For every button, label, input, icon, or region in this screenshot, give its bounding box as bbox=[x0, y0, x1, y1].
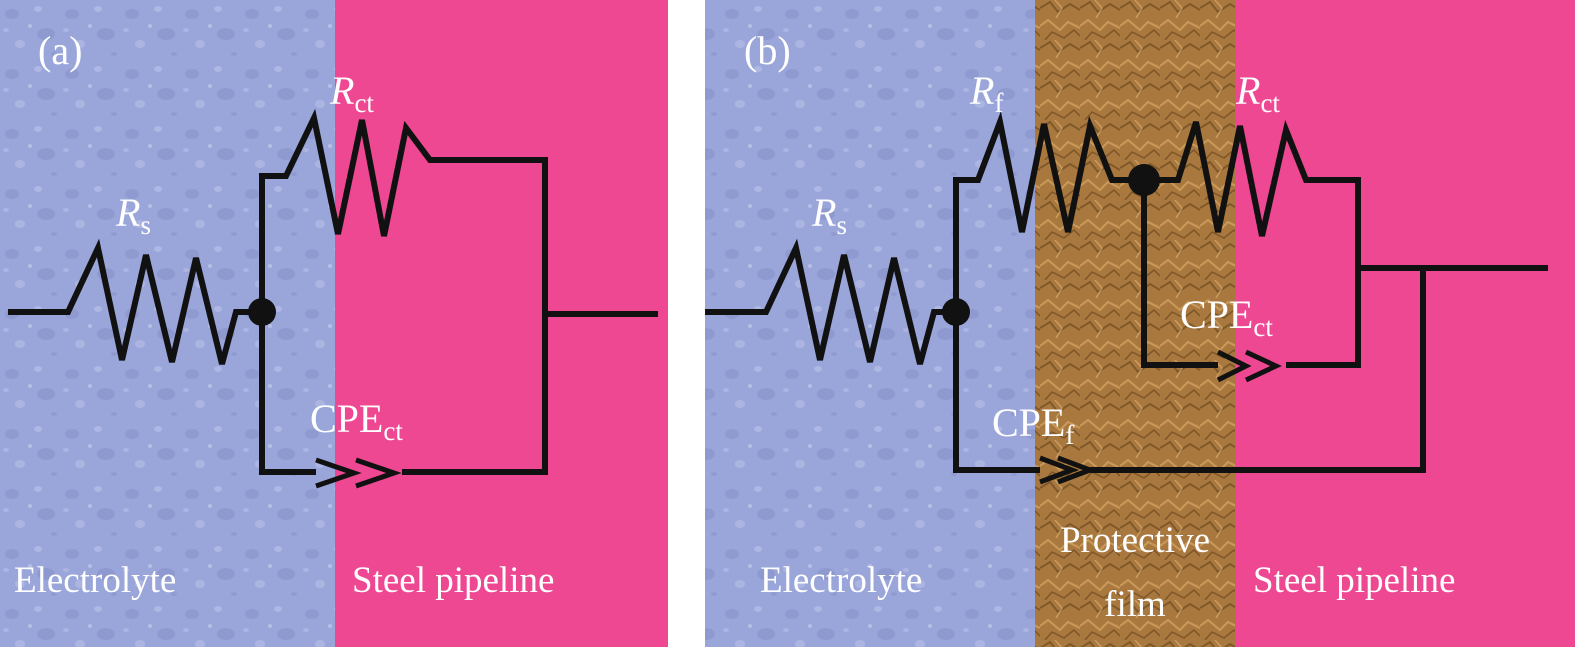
panel-b-cpe-ct-label: CPEct bbox=[1180, 292, 1273, 342]
panel-a-label: (a) bbox=[38, 28, 82, 73]
panel-b-film-region bbox=[1035, 0, 1235, 647]
panel-b-rs-label: Rs bbox=[811, 190, 847, 240]
panel-a-steel-region bbox=[335, 0, 668, 647]
panel-b-rf-resistor bbox=[953, 111, 1144, 312]
panel-b-rct-resistor bbox=[1144, 119, 1361, 368]
panel-b-rf-label: Rf bbox=[969, 68, 1003, 118]
panel-b: (b) Rs Rf Rct CPEct CPEf Electrolyte Pro… bbox=[705, 0, 1575, 647]
panel-b-cpe-f-label: CPEf bbox=[992, 400, 1074, 450]
panel-a-steel-label: Steel pipeline bbox=[352, 560, 554, 601]
panel-b-rs-resistor bbox=[705, 238, 956, 365]
panel-a-rs-label: Rs bbox=[115, 190, 151, 240]
panel-b-film-label-line2: film bbox=[1104, 584, 1166, 625]
panel-b-cpe-f-wire bbox=[953, 312, 1040, 473]
panel-b-node-film bbox=[1128, 164, 1160, 196]
panel-b-node-rs bbox=[942, 298, 970, 326]
panel-a: (a) Rs Rct CPEct Electrolyte Steel pipel… bbox=[0, 0, 668, 647]
panel-a-cpe-wire bbox=[259, 312, 316, 475]
panel-b-electrolyte-region bbox=[705, 0, 1035, 647]
panel-a-circuit bbox=[8, 108, 658, 489]
panel-a-electrolyte-region bbox=[0, 0, 335, 647]
panel-b-steel-label: Steel pipeline bbox=[1253, 560, 1455, 601]
panel-a-branch-wires bbox=[259, 108, 548, 475]
panel-a-electrolyte-label: Electrolyte bbox=[14, 560, 176, 601]
panel-b-outer-return-wire bbox=[1090, 268, 1426, 473]
panel-b-steel-region bbox=[1235, 0, 1575, 647]
panel-a-cpe-ct-label: CPEct bbox=[310, 396, 403, 446]
panel-a-rct-label: Rct bbox=[329, 68, 374, 118]
panel-b-circuit bbox=[705, 111, 1548, 485]
panel-b-cpe-ct-wire bbox=[1141, 180, 1218, 368]
panel-b-film-label-line1: Protective bbox=[1060, 520, 1210, 561]
panel-b-electrolyte-label: Electrolyte bbox=[760, 560, 922, 601]
panel-b-label: (b) bbox=[744, 28, 791, 73]
panel-b-rct-label: Rct bbox=[1235, 68, 1280, 118]
panel-a-cpe-ct-element bbox=[315, 457, 402, 489]
panel-b-cpe-ct-element bbox=[1216, 349, 1282, 383]
panel-a-node bbox=[248, 298, 276, 326]
panel-a-rs-resistor bbox=[8, 238, 262, 365]
